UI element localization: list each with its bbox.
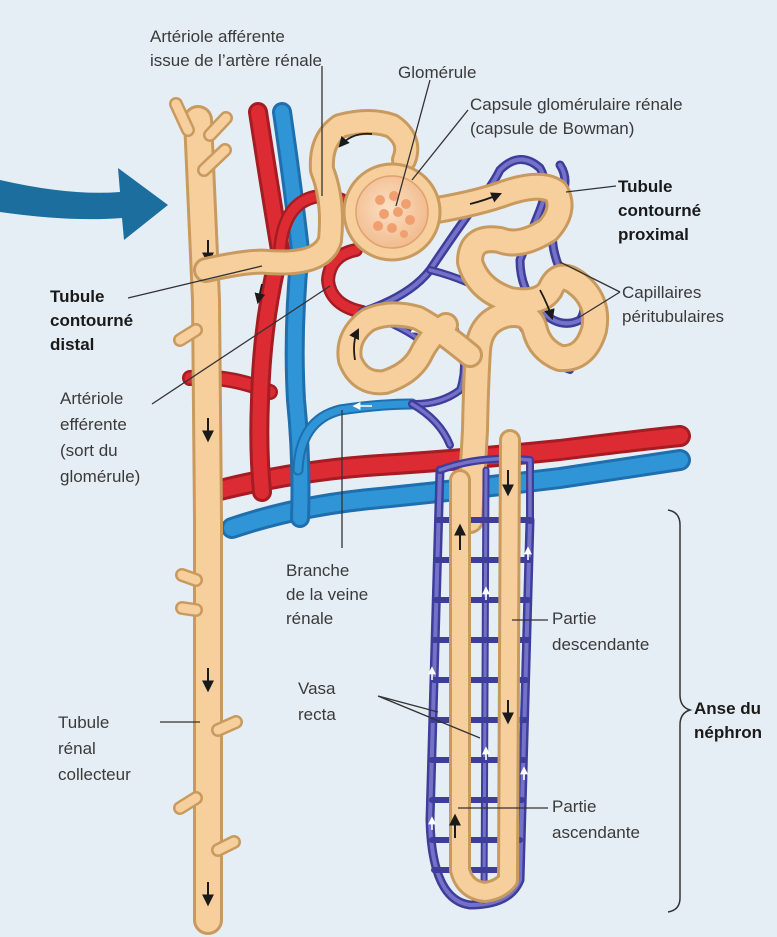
label-capillaires-line1: Capillaires xyxy=(622,283,701,302)
label-anse-line1: Anse du xyxy=(694,699,761,718)
label-glomerule: Glomérule xyxy=(398,63,476,82)
label-collecteur-line2: rénal xyxy=(58,739,96,758)
label-veine-line2: de la veine xyxy=(286,585,368,604)
label-proximal-line2: contourné xyxy=(618,201,701,220)
label-afferent-line1: Artériole afférente xyxy=(150,27,285,46)
label-efferent-line1: Artériole xyxy=(60,389,123,408)
label-collecteur-line1: Tubule xyxy=(58,713,109,732)
label-vasa-line2: recta xyxy=(298,705,336,724)
label-distal-line3: distal xyxy=(50,335,94,354)
label-efferent-line2: efférente xyxy=(60,415,127,434)
label-afferent-line2: issue de l’artère rénale xyxy=(150,51,322,70)
label-capillaires-line2: péritubulaires xyxy=(622,307,724,326)
label-anse-line2: néphron xyxy=(694,723,762,742)
glomerulus xyxy=(344,164,440,260)
label-proximal-line1: Tubule xyxy=(618,177,672,196)
label-descendante-line1: Partie xyxy=(552,609,596,628)
label-proximal-line3: proximal xyxy=(618,225,689,244)
label-collecteur-line3: collecteur xyxy=(58,765,131,784)
label-vasa-line1: Vasa xyxy=(298,679,336,698)
label-veine-line1: Branche xyxy=(286,561,349,580)
label-capsule-line2: (capsule de Bowman) xyxy=(470,119,634,138)
label-efferent-line3: (sort du xyxy=(60,441,118,460)
label-distal-line1: Tubule xyxy=(50,287,104,306)
label-distal-line2: contourné xyxy=(50,311,133,330)
label-ascendante-line1: Partie xyxy=(552,797,596,816)
label-descendante-line2: descendante xyxy=(552,635,649,654)
label-veine-line3: rénale xyxy=(286,609,333,628)
label-efferent-line4: glomérule) xyxy=(60,467,140,486)
label-capsule-line1: Capsule glomérulaire rénale xyxy=(470,95,683,114)
label-ascendante-line2: ascendante xyxy=(552,823,640,842)
